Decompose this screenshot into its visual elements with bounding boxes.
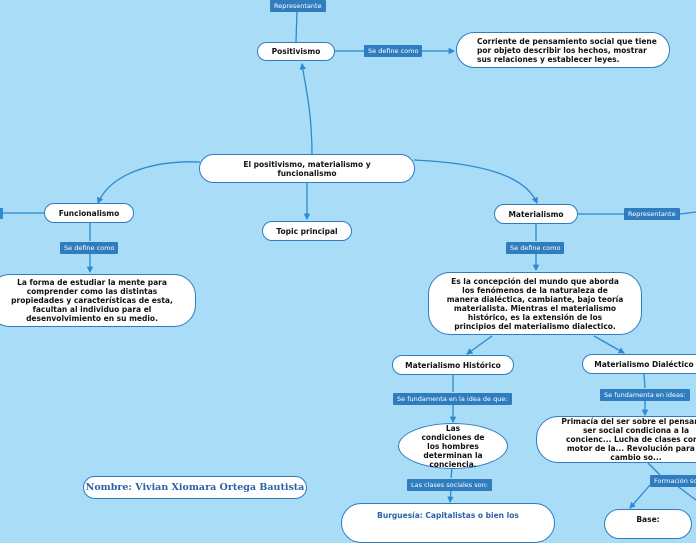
positivismo-node[interactable]: Positivismo bbox=[257, 42, 335, 61]
materialismo-node[interactable]: Materialismo bbox=[494, 204, 578, 224]
materialismo-definition: Es la concepción del mundo que aborda lo… bbox=[446, 276, 624, 331]
funcionalismo-definition: La forma de estudiar la mente para compr… bbox=[11, 278, 173, 323]
author-name: Nombre: Vivian Xiomara Ortega Bautista bbox=[85, 482, 305, 493]
positivismo-define-label: Se define como bbox=[364, 45, 423, 57]
positivismo-title: Positivismo bbox=[271, 47, 321, 56]
dialectico-title: Materialismo Dialéctico bbox=[594, 359, 694, 369]
dialectico-ideas: Primacía del ser sobre el pensam... ser … bbox=[561, 417, 696, 462]
dialectico-ideas-node[interactable]: Primacía del ser sobre el pensam... ser … bbox=[536, 416, 696, 463]
dialectico-base-node[interactable]: Base: bbox=[604, 509, 692, 539]
materialismo-historico-node[interactable]: Materialismo Histórico bbox=[392, 355, 514, 375]
historico-burguesia: Burguesía: Capitalistas o bien los bbox=[377, 511, 519, 520]
funcionalismo-definition-node[interactable]: La forma de estudiar la mente para compr… bbox=[0, 274, 196, 327]
central-topic-node[interactable]: El positivismo, materialismo y funcional… bbox=[199, 154, 415, 183]
left-offscreen-node-edge bbox=[0, 208, 3, 219]
historico-condiciones-node[interactable]: Las condiciones de los hombres determina… bbox=[398, 423, 508, 469]
funcionalismo-title: Funcionalismo bbox=[58, 208, 120, 218]
positivismo-definition: Corriente de pensamiento social que tien… bbox=[477, 36, 657, 64]
historico-condiciones: Las condiciones de los hombres determina… bbox=[421, 423, 485, 469]
materialismo-definition-node[interactable]: Es la concepción del mundo que aborda lo… bbox=[428, 272, 642, 335]
topic-principal-label: Topic principal bbox=[276, 226, 338, 236]
materialismo-representante-label: Representante bbox=[624, 208, 680, 220]
materialismo-define-label: Se define como bbox=[506, 242, 565, 254]
historico-title: Materialismo Histórico bbox=[405, 360, 501, 370]
topic-principal-node[interactable]: Topic principal bbox=[262, 221, 352, 241]
materialismo-dialectico-node[interactable]: Materialismo Dialéctico bbox=[582, 354, 696, 374]
author-name-box[interactable]: Nombre: Vivian Xiomara Ortega Bautista bbox=[83, 476, 307, 499]
funcionalismo-node[interactable]: Funcionalismo bbox=[44, 203, 134, 223]
positivismo-representante-label: Representante bbox=[270, 0, 326, 12]
materialismo-title: Materialismo bbox=[508, 209, 564, 219]
historico-fundamenta-label: Se fundamenta en la idea de que: bbox=[393, 393, 512, 405]
historico-clases-label: Las clases sociales son: bbox=[407, 479, 492, 491]
central-title: El positivismo, materialismo y funcional… bbox=[243, 159, 371, 178]
dialectico-fundamenta-label: Se fundamenta en ideas: bbox=[600, 389, 690, 401]
dialectico-formacion-label: Formación so bbox=[650, 475, 696, 487]
funcionalismo-define-label: Se define como bbox=[60, 242, 119, 254]
positivismo-definition-node[interactable]: Corriente de pensamiento social que tien… bbox=[456, 32, 670, 68]
historico-burguesia-node[interactable]: Burguesía: Capitalistas o bien los bbox=[341, 503, 555, 543]
connector-lines bbox=[0, 9, 696, 509]
